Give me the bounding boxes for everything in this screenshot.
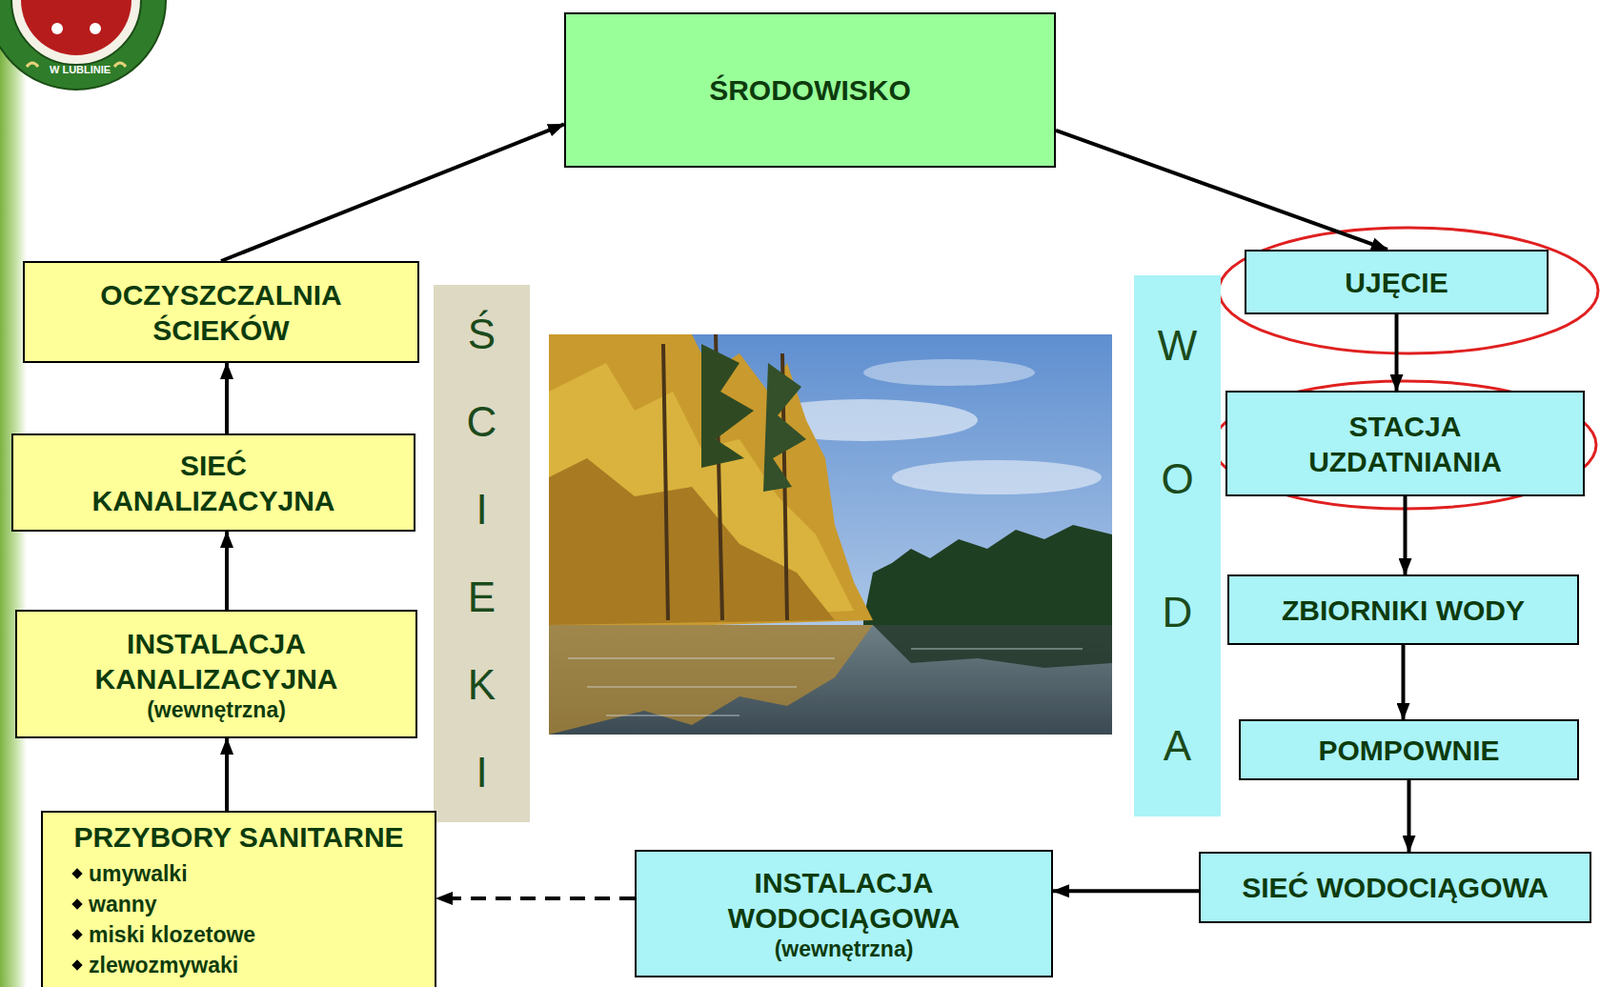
connector-arrow — [1053, 889, 1199, 893]
bullet-diamond — [71, 868, 82, 879]
highlight-ellipse — [1218, 227, 1599, 354]
lake-photo — [548, 334, 1113, 735]
logo-text: W LUBLINIE — [49, 63, 111, 76]
process-box: SIEĆ WODOCIĄGOWA — [1198, 851, 1592, 924]
highlight-ellipse — [1213, 381, 1597, 509]
logo — [0, 0, 166, 90]
connector-arrow — [221, 123, 565, 262]
box-heading: PRZYBORY SANITARNE — [52, 820, 426, 855]
band-letters: ŚCIEKI — [466, 290, 498, 817]
list-text: zlewozmywaki — [88, 950, 239, 981]
connector-arrow — [224, 531, 229, 610]
box-label: SIEĆ WODOCIĄGOWA — [1241, 870, 1549, 906]
process-box: STACJA UZDATNIANIA — [1225, 390, 1585, 497]
dashed-arrow — [436, 896, 635, 901]
bullet-diamond — [71, 959, 82, 971]
box-label: INSTALACJA KANALIZACYJNA — [28, 626, 405, 697]
box-label: SIEĆ KANALIZACYJNA — [75, 447, 352, 519]
list-item: miski klozetowe — [52, 919, 426, 951]
vertical-band: ŚCIEKI — [433, 284, 530, 823]
connector-arrow — [1407, 780, 1412, 852]
connector-arrow — [1395, 314, 1399, 391]
process-box: INSTALACJA WODOCIĄGOWA(wewnętrzna) — [634, 850, 1054, 978]
list-item: umywalki — [52, 858, 426, 890]
list-item: wanny — [52, 889, 426, 920]
box-label: UJĘCIE — [1344, 264, 1448, 301]
band-letters: WODA — [1157, 279, 1198, 813]
box-label: ŚRODOWISKO — [708, 72, 912, 108]
connector-arrow — [1401, 645, 1406, 720]
list-item: zlewozmywaki — [52, 950, 426, 981]
process-box: UJĘCIE — [1244, 249, 1549, 315]
list-text: umywalki — [88, 858, 188, 890]
process-box: OCZYSZCZALNIA ŚCIEKÓW — [22, 261, 420, 364]
vertical-band: WODA — [1134, 275, 1221, 817]
bullet-diamond — [71, 898, 82, 910]
connector-arrow — [224, 738, 229, 811]
process-box: POMPOWNIE — [1238, 719, 1580, 781]
connector-arrow — [1055, 130, 1388, 250]
process-box: ZBIORNIKI WODY — [1227, 574, 1580, 646]
box-label: INSTALACJA WODOCIĄGOWA — [648, 865, 1040, 936]
box-sublabel: (wewnętrzna) — [774, 935, 914, 963]
list-text: wanny — [88, 889, 158, 920]
box-sublabel: (wewnętrzna) — [146, 696, 286, 724]
connector-arrow — [224, 363, 229, 434]
bullet-diamond — [71, 929, 82, 940]
box-label: ZBIORNIKI WODY — [1281, 592, 1525, 628]
process-box: SIEĆ KANALIZACYJNA — [11, 433, 416, 532]
box-label: OCZYSZCZALNIA ŚCIEKÓW — [78, 277, 365, 348]
fixture-box: PRZYBORY SANITARNEumywalkiwannymiski klo… — [40, 810, 437, 987]
list-text: miski klozetowe — [88, 919, 256, 951]
box-label: POMPOWNIE — [1317, 732, 1499, 769]
connector-arrow — [1403, 496, 1408, 575]
process-box: INSTALACJA KANALIZACYJNA(wewnętrzna) — [15, 609, 418, 739]
environment-box: ŚRODOWISKO — [564, 12, 1056, 168]
box-label: STACJA UZDATNIANIA — [1281, 408, 1530, 480]
